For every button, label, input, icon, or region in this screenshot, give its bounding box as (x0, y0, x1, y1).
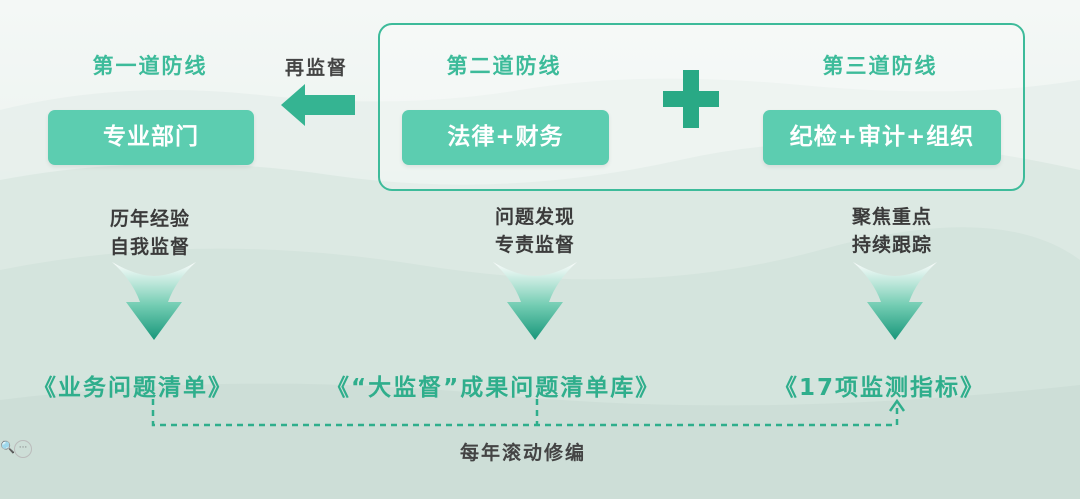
annual-update-label: 每年滚动修编 (460, 442, 587, 464)
line-3-method-2: 持续跟踪 (851, 234, 932, 256)
line-3-output: 《17项监测指标》 (774, 375, 986, 401)
annual-update-connector (151, 398, 906, 427)
line-1-arrow-down-icon (112, 262, 196, 340)
line-1-title: 第一道防线 (92, 54, 208, 78)
line-3-methods: 聚焦重点 持续跟踪 (822, 203, 962, 259)
line-1-output: 《业务问题清单》 (33, 375, 233, 401)
line-2-method-2: 专责监督 (494, 234, 575, 256)
line-2-department: 法律+财务 (402, 110, 609, 165)
line-1-method-2: 自我监督 (109, 236, 190, 258)
zoom-icon[interactable]: 🔍 (0, 440, 15, 454)
line-3-department: 纪检+审计+组织 (763, 110, 1001, 165)
more-options-icon[interactable]: ··· (14, 440, 32, 458)
line-2-title: 第二道防线 (446, 54, 562, 78)
plus-icon (663, 70, 719, 128)
arrow-left-icon (281, 84, 355, 126)
line-1-method-1: 历年经验 (109, 208, 190, 230)
line-2-arrow-down-icon (493, 262, 577, 340)
line-3-method-1: 聚焦重点 (851, 206, 932, 228)
line-1-methods: 历年经验 自我监督 (80, 205, 220, 261)
line-2-output: 《“大监督”成果问题清单库》 (326, 375, 661, 401)
line-2-methods: 问题发现 专责监督 (465, 203, 605, 259)
line-3-title: 第三道防线 (822, 54, 938, 78)
line-2-method-1: 问题发现 (494, 206, 575, 228)
line-1-department: 专业部门 (48, 110, 254, 165)
line-3-arrow-down-icon (853, 262, 937, 340)
re-supervise-label: 再监督 (285, 57, 349, 79)
